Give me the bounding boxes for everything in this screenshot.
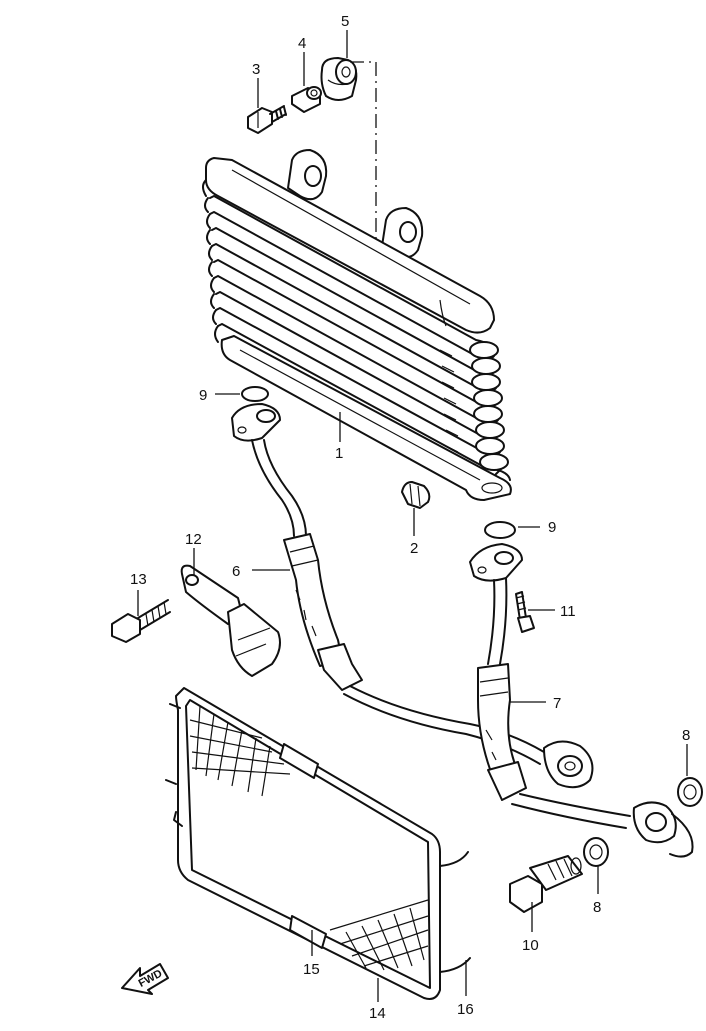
part-oil-cooler-1 (202, 149, 512, 501)
callout-15: 15 (303, 961, 320, 978)
callout-16: 16 (457, 1001, 474, 1018)
callout-8-lower: 8 (593, 899, 601, 916)
part-bolt-13 (111, 599, 171, 643)
leader-lines (137, 30, 688, 1002)
part-guard-14 (165, 687, 471, 1000)
part-washer-8-upper (677, 777, 703, 807)
callout-9-upper: 9 (199, 387, 207, 404)
callout-2: 2 (410, 540, 418, 557)
part-hose-7 (469, 543, 694, 858)
part-collar-4 (291, 86, 322, 113)
callout-9-lower: 9 (548, 519, 556, 536)
part-grommet-5 (320, 57, 358, 101)
part-washer-8-lower (583, 837, 609, 867)
callout-4: 4 (298, 35, 306, 52)
assembly-line-grommet (350, 61, 377, 240)
part-bracket-12 (180, 564, 281, 677)
part-bolt-3 (247, 105, 287, 134)
part-clip-2 (401, 481, 431, 509)
part-union-bolt-10 (509, 855, 583, 913)
part-o-ring-9-lower (484, 521, 516, 539)
callout-13: 13 (130, 571, 147, 588)
callout-1: 1 (335, 445, 343, 462)
callout-10: 10 (522, 937, 539, 954)
part-o-ring-9-upper (241, 386, 269, 402)
callout-11: 11 (560, 603, 576, 620)
callout-6: 6 (232, 563, 240, 580)
callout-3: 3 (252, 61, 260, 78)
callout-numbers: 1 2 3 4 5 6 7 8 8 9 9 10 11 12 13 14 15 … (130, 13, 690, 1022)
fwd-arrow-icon: FWD (121, 963, 169, 995)
callout-7: 7 (553, 695, 561, 712)
part-bolt-11 (515, 591, 535, 633)
callout-5: 5 (341, 13, 349, 30)
callout-14: 14 (369, 1005, 386, 1022)
part-hose-6 (231, 403, 594, 789)
callout-12: 12 (185, 531, 202, 548)
callout-8-upper: 8 (682, 727, 690, 744)
